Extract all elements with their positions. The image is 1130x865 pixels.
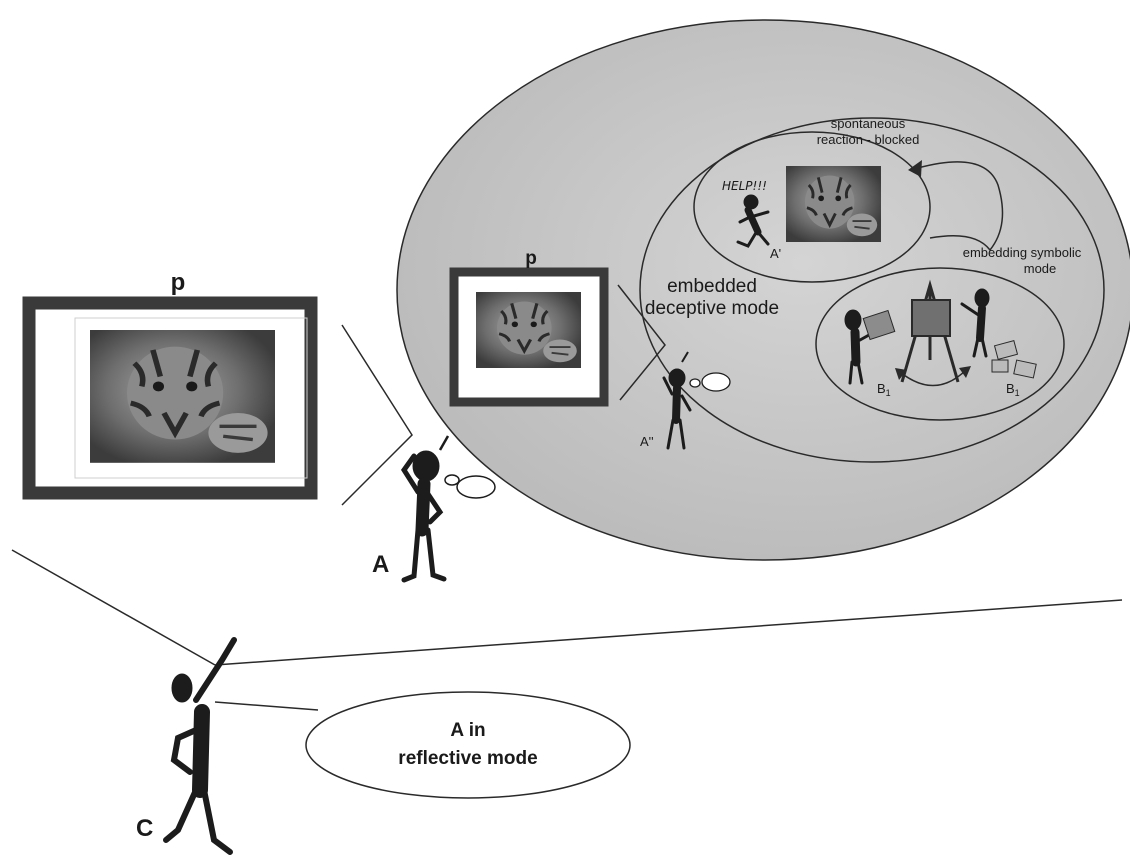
thought-dot-2 bbox=[456, 475, 496, 499]
spontaneous-reaction-ellipse bbox=[693, 131, 931, 283]
label-a-double-prime: A'' bbox=[640, 434, 654, 449]
embedded-mode-ellipse bbox=[639, 117, 1105, 463]
tiger-picture-small-icon bbox=[474, 290, 583, 370]
tiger-photo-inner-icon bbox=[784, 164, 883, 244]
exchange-arrowhead-right bbox=[959, 366, 971, 378]
label-a: A bbox=[372, 551, 389, 578]
exchange-arrow bbox=[899, 369, 967, 387]
label-embedded-2: deceptive mode bbox=[645, 298, 779, 319]
thinking-figure-icon bbox=[400, 450, 447, 583]
thought-tick bbox=[438, 435, 450, 451]
tiger-picture-icon bbox=[90, 330, 275, 463]
label-spontaneous-2: reaction - blocked bbox=[817, 132, 920, 147]
blocked-arrowhead bbox=[908, 160, 922, 177]
view-line-lower bbox=[214, 599, 1123, 666]
blocked-arrow bbox=[917, 161, 1004, 252]
label-reflective-1: A in bbox=[450, 720, 485, 741]
thought-dot-small-1 bbox=[689, 378, 701, 388]
thought-dot-1 bbox=[444, 474, 460, 486]
label-b1-right: B1 bbox=[1006, 381, 1020, 398]
pointing-figure-icon bbox=[163, 637, 237, 855]
exchange-arrowhead-left bbox=[895, 368, 907, 380]
sight-lines-a-double-prime bbox=[617, 284, 666, 401]
framed-picture-small bbox=[449, 267, 609, 407]
view-line-upper bbox=[11, 549, 216, 666]
label-reflective-2: reflective mode bbox=[398, 748, 537, 769]
reflective-pointer bbox=[214, 701, 319, 711]
label-embedded-1: embedded bbox=[667, 276, 757, 297]
thinking-figure-small-icon bbox=[662, 368, 692, 450]
label-p-large: p bbox=[171, 269, 186, 296]
reflective-mode-bubble bbox=[305, 691, 631, 799]
thought-bubble bbox=[396, 19, 1130, 561]
label-p-small: p bbox=[525, 248, 537, 269]
help-text: HELP!!! bbox=[722, 179, 767, 193]
sight-lines-a bbox=[341, 324, 413, 506]
label-a-prime: A' bbox=[770, 246, 781, 261]
symbolic-mode-ellipse bbox=[815, 267, 1065, 421]
label-c: C bbox=[136, 815, 153, 842]
running-figure-icon bbox=[736, 194, 770, 248]
painter-scene-icon bbox=[844, 279, 1037, 385]
thought-dot-small-2 bbox=[701, 372, 731, 392]
label-b1-left: B1 bbox=[877, 381, 891, 398]
label-symbolic-2: mode bbox=[1024, 261, 1057, 276]
thought-tick-small bbox=[681, 351, 689, 363]
framed-picture-large bbox=[22, 296, 318, 500]
label-spontaneous-1: spontaneous bbox=[831, 116, 906, 131]
label-symbolic-1: embedding symbolic bbox=[963, 245, 1082, 260]
